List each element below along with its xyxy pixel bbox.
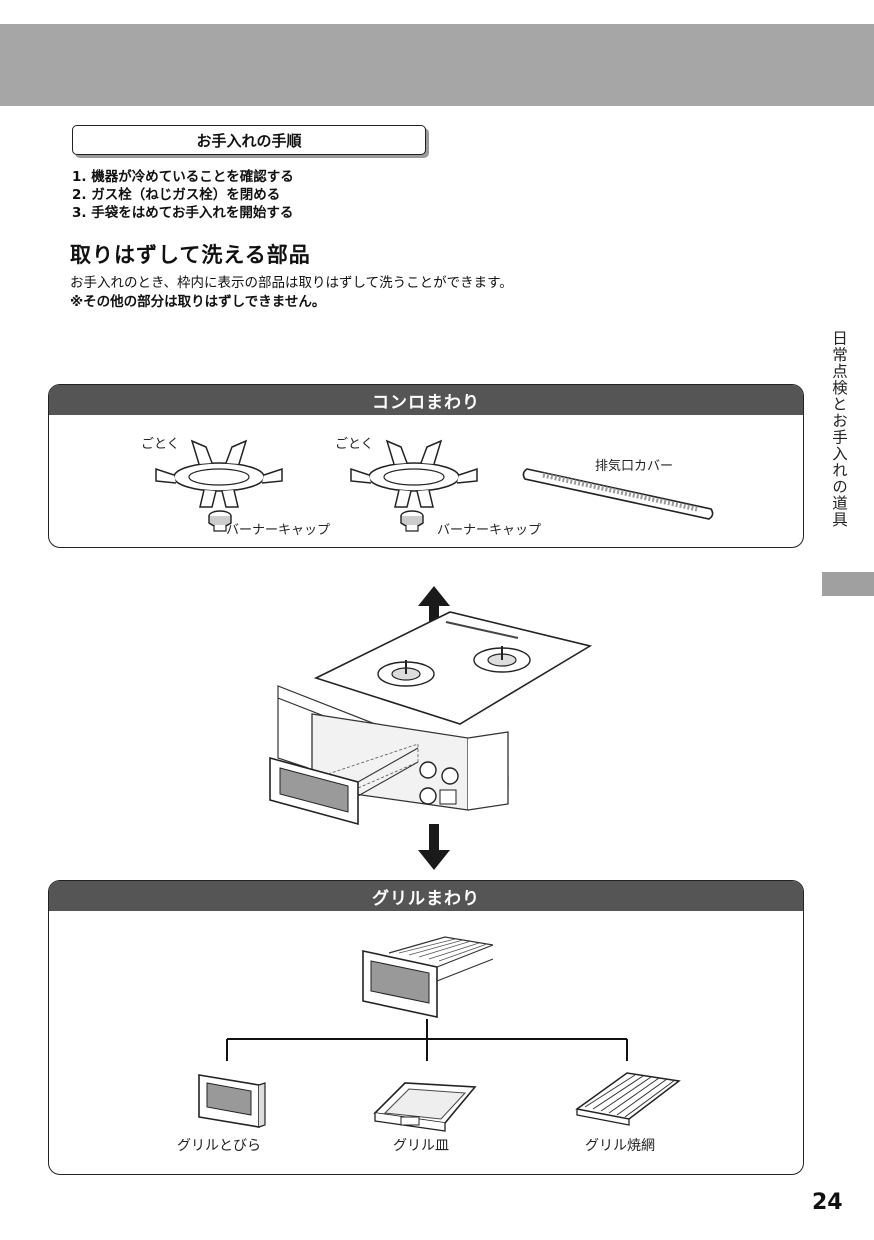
burner-cap-icon-1 — [208, 510, 232, 532]
burner-cap-label-2: バーナーキャップ — [437, 523, 542, 538]
procedure-title: お手入れの手順 — [196, 131, 302, 150]
removable-description: お手入れのとき、枠内に表示の部品は取りはずして洗うことができます。 — [70, 275, 513, 291]
header-band — [0, 24, 874, 106]
side-tab-marker — [822, 572, 874, 596]
parts-connector — [226, 1019, 628, 1061]
side-tab-label: 日常点検とお手入れの道具 — [830, 330, 848, 528]
page-number: 24 — [812, 1190, 843, 1215]
grill-panel: グリルまわり — [48, 880, 804, 1175]
gotoku-icon-2 — [350, 439, 478, 508]
grill-drawer-icon — [362, 936, 494, 1018]
removable-heading: 取りはずして洗える部品 — [70, 243, 311, 267]
procedure-step-3: 3. 手袋をはめてお手入れを開始する — [72, 205, 294, 221]
gotoku-label-2: ごとく — [335, 437, 374, 452]
konro-panel-title: コンロまわり — [49, 385, 803, 415]
exhaust-cover-icon — [522, 468, 714, 520]
konro-panel: コンロまわり ごとく ごとく バーナーキャップ バーナーキャップ 排気口カバー — [48, 384, 804, 548]
grill-grate-icon — [575, 1072, 681, 1126]
exhaust-cover-label: 排気口カバー — [595, 459, 674, 474]
grill-door-label: グリルとびら — [177, 1138, 261, 1154]
gotoku-icon-1 — [155, 439, 283, 508]
removable-note: ※その他の部分は取りはずしできません。 — [70, 294, 326, 310]
procedure-step-2: 2. ガス栓（ねじガス栓）を閉める — [72, 187, 281, 203]
burner-cap-icon-2 — [400, 510, 424, 532]
procedure-step-1: 1. 機器が冷めていることを確認する — [72, 169, 294, 185]
gotoku-label-1: ごとく — [141, 437, 180, 452]
procedure-title-box: お手入れの手順 — [72, 125, 426, 155]
procedure-steps: 1. 機器が冷めていることを確認する 2. ガス栓（ねじガス栓）を閉める 3. … — [72, 168, 294, 222]
grill-door-icon — [198, 1074, 266, 1128]
grill-pan-label: グリル皿 — [393, 1138, 449, 1154]
removable-description-block: お手入れのとき、枠内に表示の部品は取りはずして洗うことができます。 ※その他の部… — [70, 274, 513, 312]
range-illustration — [269, 586, 593, 870]
burner-cap-label-1: バーナーキャップ — [226, 523, 331, 538]
grill-panel-title: グリルまわり — [49, 881, 803, 911]
grill-grate-label: グリル焼網 — [585, 1138, 655, 1154]
grill-pan-icon — [373, 1082, 477, 1132]
